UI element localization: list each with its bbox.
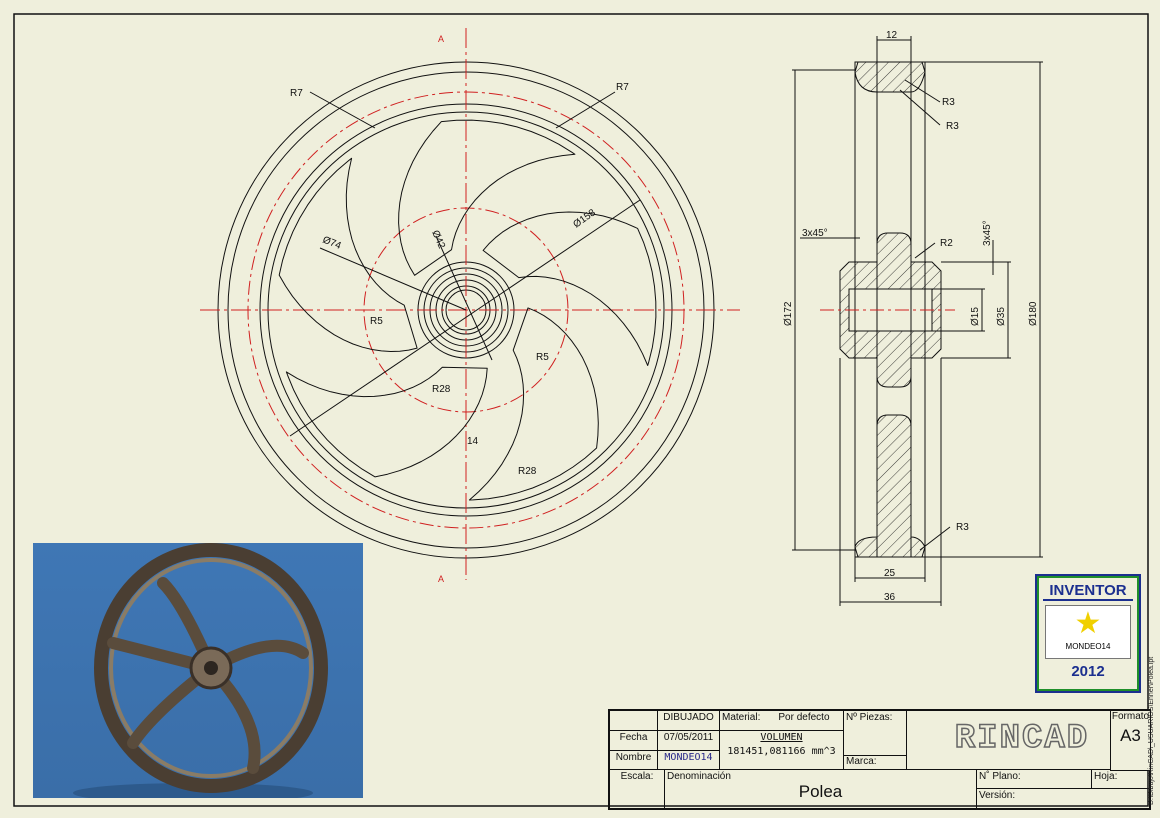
plano-label: N˚ Plano: xyxy=(977,770,1092,789)
denominacion-label: Denominación xyxy=(667,771,731,782)
dim-d35: Ø35 xyxy=(996,307,1007,326)
material-value: Por defecto xyxy=(778,712,830,723)
formato-label: Formato xyxy=(1111,711,1150,722)
dim-d42: Ø42 xyxy=(429,229,447,251)
section-label-bottom: A xyxy=(438,574,444,584)
file-path: D:\Dibujo\RinCAD\_USUARIOS\Enner\Polea.i… xyxy=(1148,656,1155,805)
fecha-label: Fecha xyxy=(610,731,658,751)
front-view xyxy=(200,28,740,580)
escala-label: Escala: xyxy=(610,770,665,808)
formato-value: A3 xyxy=(1120,726,1141,745)
pulley-render-icon xyxy=(73,543,328,803)
spoke-window xyxy=(398,119,576,276)
sheet-frame xyxy=(13,13,1149,807)
dim-d180: Ø180 xyxy=(1028,301,1039,326)
nombre-value: MONDEO14 xyxy=(658,751,720,770)
3d-render-preview xyxy=(33,543,363,803)
volumen-label: VOLUMEN xyxy=(760,732,803,743)
dim-r7-left: R7 xyxy=(290,88,303,99)
dim-r28-b: R28 xyxy=(518,466,537,477)
rincad-logo: RINCAD xyxy=(954,719,1090,759)
dim-r3-c: R3 xyxy=(956,522,969,533)
dim-d158: Ø158 xyxy=(571,207,598,230)
spoke-window xyxy=(285,366,488,478)
inventor-badge: INVENTOR ★ MONDEO14 2012 xyxy=(1035,574,1141,693)
badge-year: 2012 xyxy=(1071,663,1105,680)
dim-w36: 36 xyxy=(884,592,896,603)
badge-title: INVENTOR xyxy=(1043,582,1133,601)
badge-user: MONDEO14 xyxy=(1065,642,1111,651)
dim-r5-right: R5 xyxy=(536,352,549,363)
marca-label: Marca: xyxy=(844,756,907,770)
spoke-window xyxy=(278,157,418,352)
dim-w12: 12 xyxy=(886,30,898,41)
material-label: Material: xyxy=(722,712,761,723)
dim-r28-a: R28 xyxy=(432,384,451,395)
version-label: Versión: xyxy=(979,790,1016,801)
piezas-label: Nº Piezas: xyxy=(844,711,907,756)
star-icon: ★ xyxy=(1074,607,1102,640)
spoke-window xyxy=(482,211,657,366)
dim-d172: Ø172 xyxy=(783,301,794,326)
dim-r7-right: R7 xyxy=(616,82,629,93)
title-block: DIBUJADO Material: Por defecto Nº Piezas:… xyxy=(608,709,1151,810)
dim-w25: 25 xyxy=(884,568,896,579)
dim-r2: R2 xyxy=(940,238,953,249)
volumen-value: 181451,081166 mm^3 xyxy=(727,746,836,757)
dim-r3-b: R3 xyxy=(946,121,959,132)
denominacion-value: Polea xyxy=(798,782,843,801)
dibujado-label: DIBUJADO xyxy=(658,711,720,731)
section-view xyxy=(792,36,1043,606)
dim-chamfer-right: 3x45° xyxy=(982,220,993,246)
dim-r5-left: R5 xyxy=(370,316,383,327)
hoja-label: Hoja: xyxy=(1092,770,1149,789)
dim-r3-a: R3 xyxy=(942,97,955,108)
dim-w14: 14 xyxy=(467,436,479,447)
dim-chamfer-left: 3x45° xyxy=(802,228,828,239)
nombre-label: Nombre xyxy=(610,751,658,770)
section-label-top: A xyxy=(438,34,444,44)
spoke-window xyxy=(468,307,599,501)
dim-d15: Ø15 xyxy=(970,307,981,326)
fecha-value: 07/05/2011 xyxy=(658,731,720,751)
